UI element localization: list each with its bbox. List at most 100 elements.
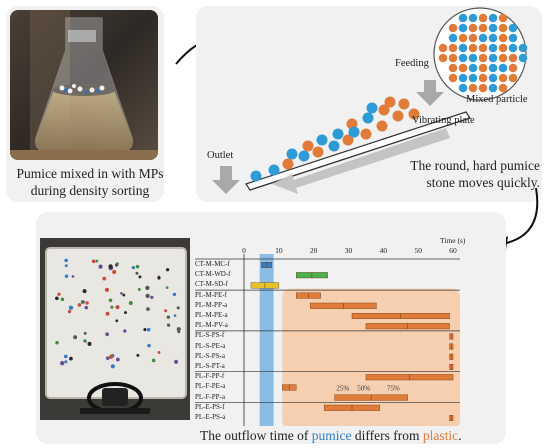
x-tick-label: 30 — [344, 246, 353, 255]
plastic-particle — [360, 128, 372, 140]
mixed-particle — [458, 43, 468, 53]
tray-particle — [136, 353, 140, 357]
row-label: PL-F-PP-f — [195, 372, 225, 381]
plastic-particle — [282, 158, 294, 170]
mixed-particle — [468, 63, 478, 73]
row-label: PL-F-PP-a — [195, 392, 225, 401]
mixed-particle — [488, 63, 498, 73]
tray-particle — [177, 330, 181, 334]
tray-particle — [135, 264, 140, 269]
tray-particle — [73, 335, 78, 340]
tray-particle — [157, 276, 161, 280]
tray-particle — [95, 259, 99, 263]
tray-particle — [67, 309, 72, 314]
tray-particle — [69, 356, 73, 361]
plastic-particle — [342, 134, 354, 146]
pumice-band — [259, 254, 274, 426]
bottom-caption: The outflow time of pumice differs from … — [200, 428, 461, 444]
plastic-particle — [384, 96, 396, 108]
row-label: PL-M-PV-a — [195, 321, 228, 330]
row-label: PL-S-PT-a — [195, 362, 225, 370]
mixed-particle — [498, 73, 508, 83]
mixed-particle — [488, 13, 498, 23]
mixed-particle — [448, 43, 458, 53]
feeding-label: Feeding — [395, 58, 429, 69]
pumice-particle — [348, 126, 360, 138]
tray-particle — [110, 364, 115, 369]
tray-particle — [55, 340, 59, 345]
tray-particle — [84, 305, 89, 310]
mixed-particle — [518, 53, 528, 63]
pumice-particle — [250, 170, 262, 182]
pumice-particle — [366, 102, 378, 114]
bottom-caption-part2: differs from — [351, 428, 423, 443]
bottom-caption-plastic: plastic — [422, 428, 459, 443]
tray-particle — [109, 354, 114, 359]
mixed-particle — [448, 63, 458, 73]
tray-particle — [128, 301, 133, 305]
mixed-particle — [498, 53, 508, 63]
row-label: PL-E-PS-a — [195, 413, 226, 421]
x-tick-label: 60 — [449, 246, 457, 255]
tray-particle — [60, 297, 65, 302]
pumice-particle — [332, 128, 344, 140]
tray-particle — [110, 305, 114, 309]
tray-particle — [146, 307, 150, 311]
pumice-particle — [316, 134, 328, 146]
mixed-particle — [498, 23, 508, 33]
plastic-particle — [378, 104, 390, 116]
x-tick-label: 20 — [309, 246, 318, 255]
row-label: CT-M-WD-f — [195, 270, 231, 279]
tray-particle — [145, 285, 150, 291]
plastic-particle — [302, 140, 314, 152]
mixed-particle — [498, 83, 508, 93]
tray-particle — [147, 343, 151, 348]
tray-particle — [112, 269, 117, 275]
tray-particle — [85, 301, 89, 305]
tray-particle — [176, 327, 181, 332]
gantt-chart: 25%50%75% — [195, 254, 460, 426]
bottom-caption-part1: The outflow time of — [200, 428, 312, 443]
tray-particle — [115, 319, 119, 323]
mixed-particle — [468, 73, 478, 83]
row-label: PL-S-PS-f — [195, 331, 225, 340]
tray-particle — [83, 339, 87, 343]
plastic-particle — [312, 146, 324, 158]
mixed-particle — [448, 23, 458, 33]
mixed-particle — [488, 33, 498, 43]
vibrating-plate-label: Vibrating plate — [412, 115, 475, 126]
mixed-particle — [508, 63, 518, 73]
tray-particle — [115, 305, 120, 310]
plastic-region — [282, 288, 460, 426]
mixed-particle — [498, 33, 508, 43]
flask-photo — [10, 10, 158, 160]
plastic-particle — [392, 110, 404, 122]
tray-particle — [105, 356, 110, 360]
plastic-particle — [398, 98, 410, 110]
mixed-particle — [448, 73, 458, 83]
tray-particle — [135, 271, 139, 275]
mixed-particle — [458, 63, 468, 73]
row-label: PL-S-PE-a — [195, 341, 226, 350]
tray-particle — [166, 315, 171, 319]
annotation-2: 75% — [387, 385, 400, 393]
tray-particle — [64, 258, 68, 263]
mixed-particle — [488, 53, 498, 63]
tray-particle — [151, 358, 156, 363]
machine-caption-line2: stone moves quickly. — [426, 175, 540, 190]
mixed-particle — [488, 23, 498, 33]
mixed-particle — [458, 33, 468, 43]
tray-particle — [82, 300, 86, 304]
mixed-particle — [478, 33, 488, 43]
tray-particle — [138, 275, 142, 279]
tray-particle — [166, 323, 171, 327]
tray-particle — [165, 286, 169, 289]
bottom-caption-part3: . — [458, 428, 462, 443]
tray-particle — [108, 298, 113, 303]
tray-particle — [105, 311, 110, 316]
mixed-particle — [468, 23, 478, 33]
outlet-label: Outlet — [207, 150, 234, 161]
mixed-particle — [508, 23, 518, 33]
mixed-particle — [508, 53, 518, 63]
flask-caption-line2: during density sorting — [30, 183, 150, 198]
